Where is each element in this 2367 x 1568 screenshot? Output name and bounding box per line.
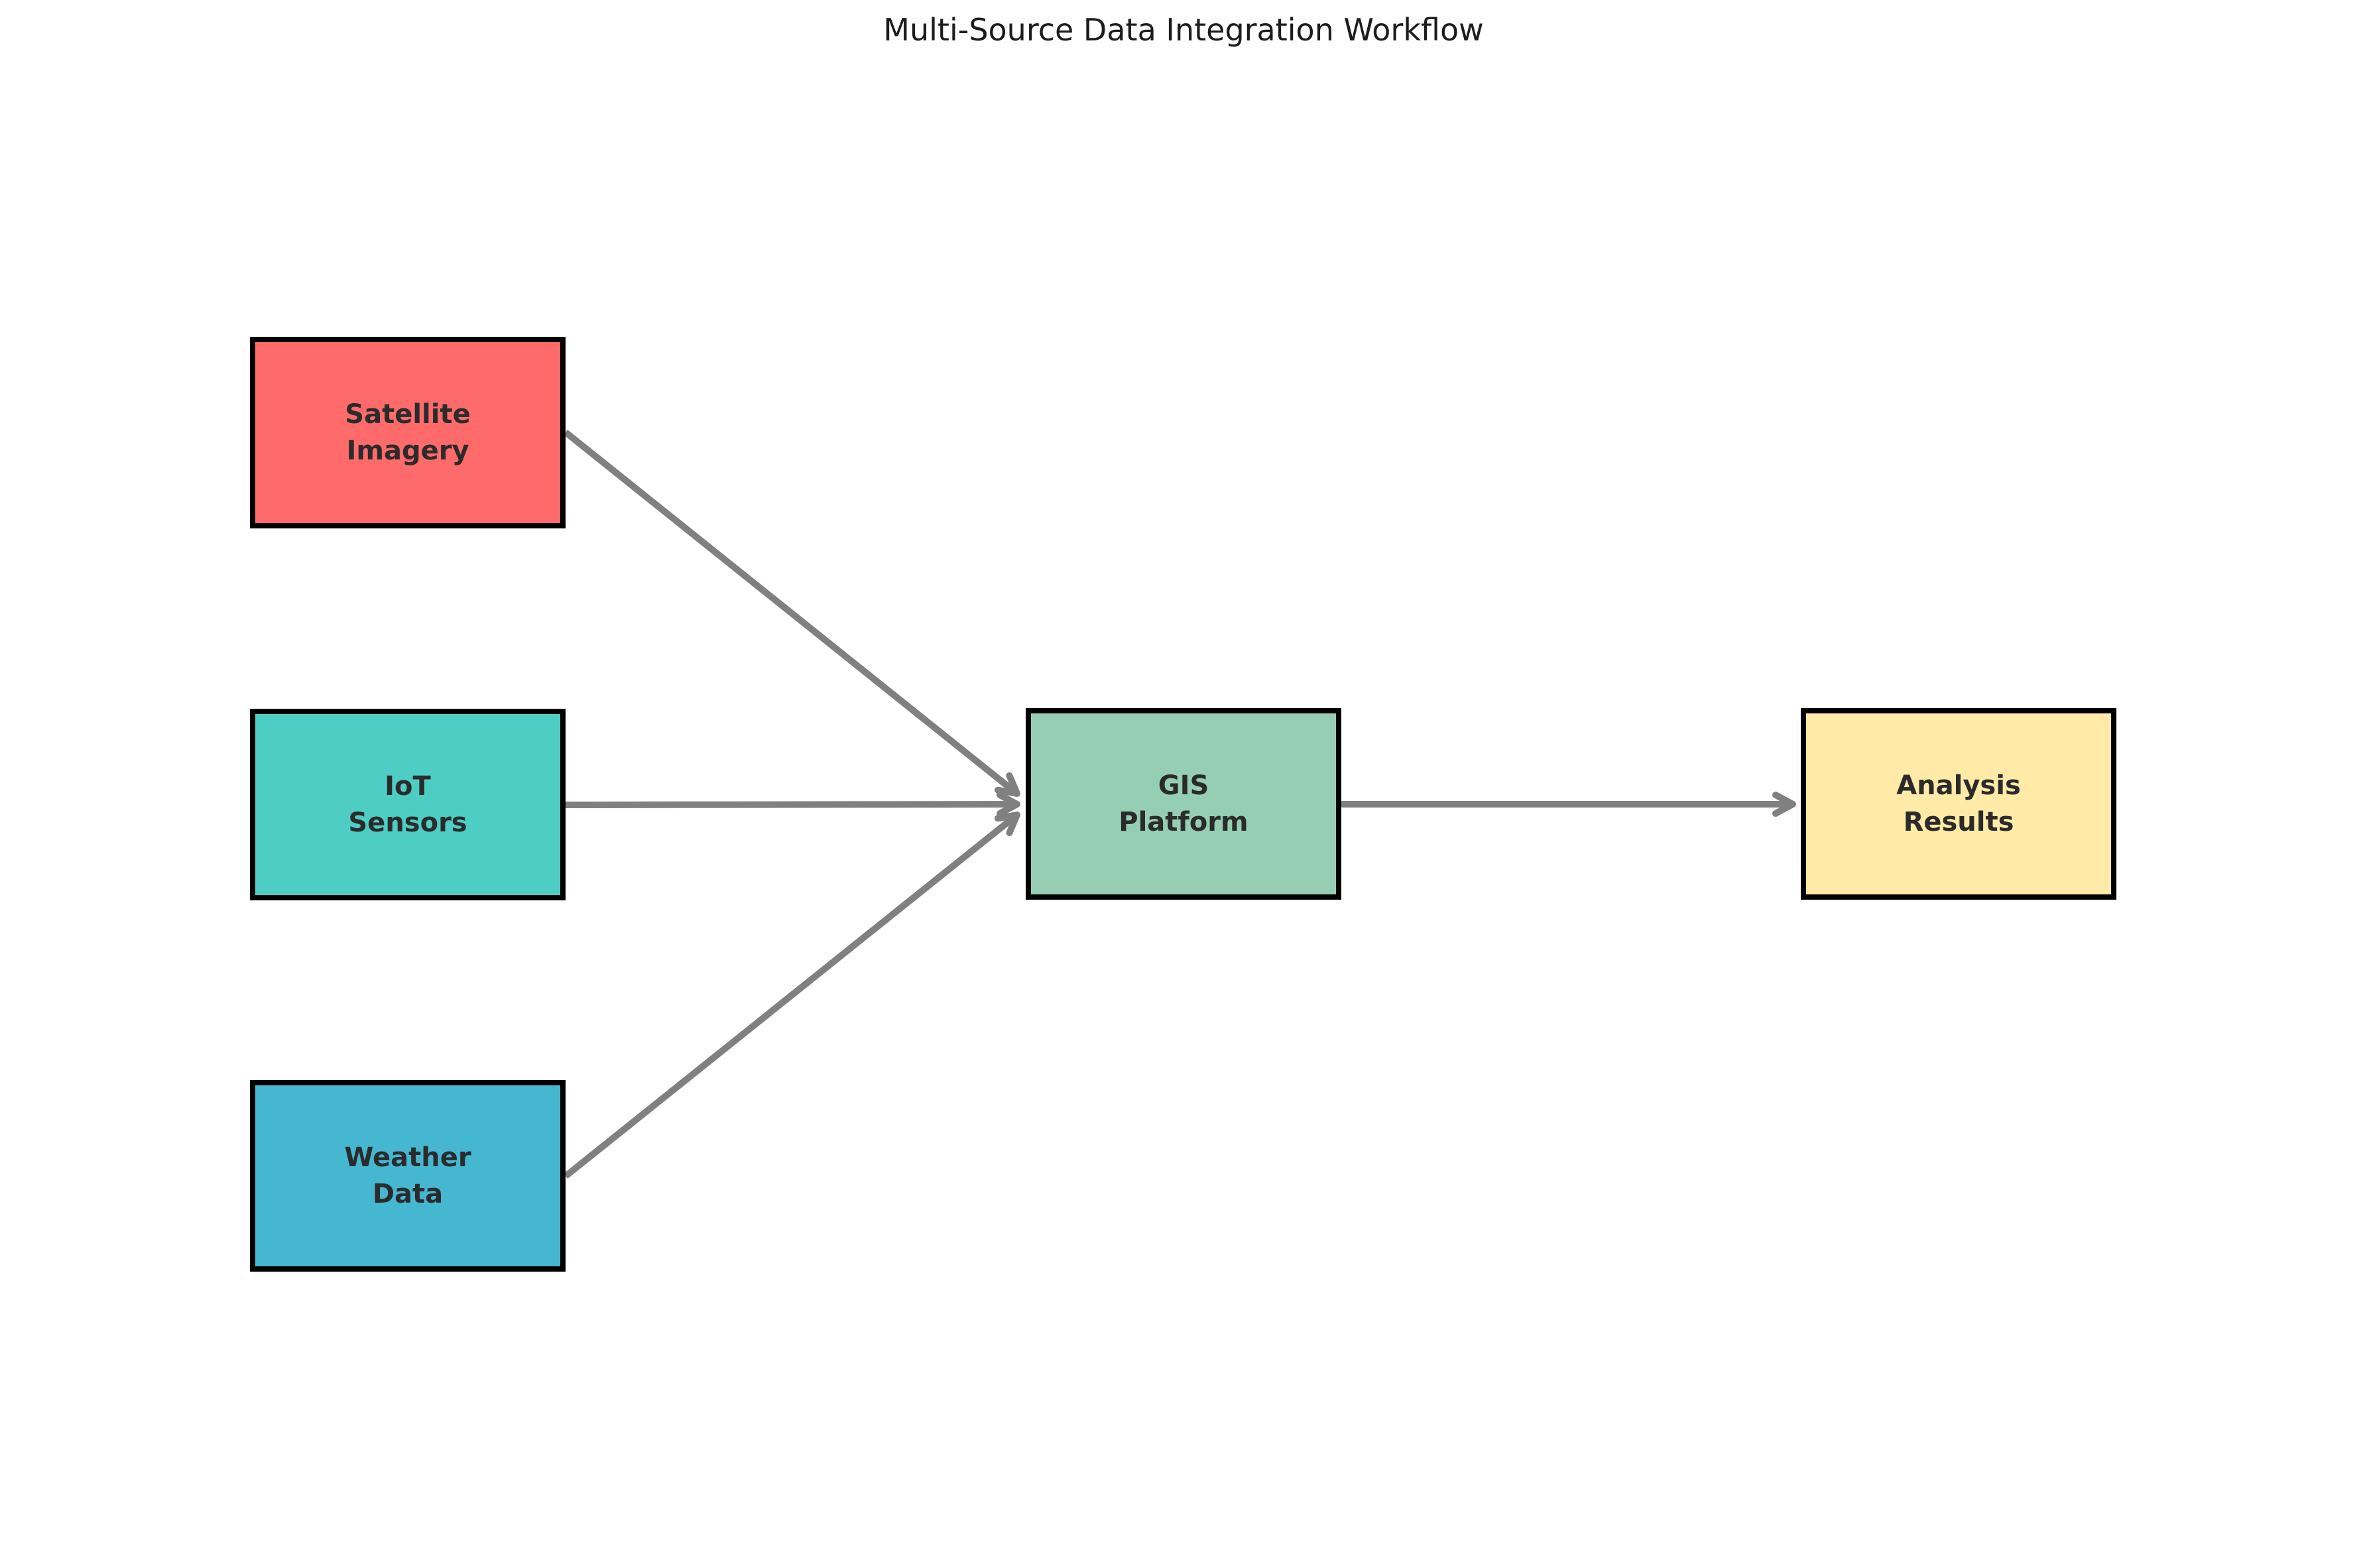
node-label-line: Data bbox=[372, 1178, 444, 1209]
node-iot-sensors: IoT Sensors bbox=[250, 709, 566, 900]
node-gis-platform: GIS Platform bbox=[1026, 708, 1341, 900]
node-weather-data: Weather Data bbox=[250, 1080, 566, 1272]
node-label-line: Sensors bbox=[348, 807, 467, 838]
edge-weather-data-to-gis-platform bbox=[563, 812, 1020, 1179]
edge-iot-sensors-to-gis-platform bbox=[565, 792, 1020, 817]
node-satellite-imagery: Satellite Imagery bbox=[250, 337, 566, 528]
edge-satellite-imagery-to-gis-platform bbox=[563, 430, 1020, 797]
node-label-line: Imagery bbox=[346, 435, 469, 466]
node-label-line: GIS bbox=[1158, 770, 1209, 801]
node-label-line: Weather bbox=[344, 1142, 471, 1173]
node-label-line: IoT bbox=[385, 770, 431, 802]
node-label-line: Results bbox=[1903, 806, 2014, 837]
node-label-line: Satellite bbox=[345, 398, 471, 430]
node-label-line: Platform bbox=[1119, 806, 1248, 837]
node-analysis-results: Analysis Results bbox=[1801, 708, 2116, 900]
diagram-title: Multi-Source Data Integration Workflow bbox=[883, 12, 1484, 48]
node-label-line: Analysis bbox=[1896, 770, 2021, 801]
